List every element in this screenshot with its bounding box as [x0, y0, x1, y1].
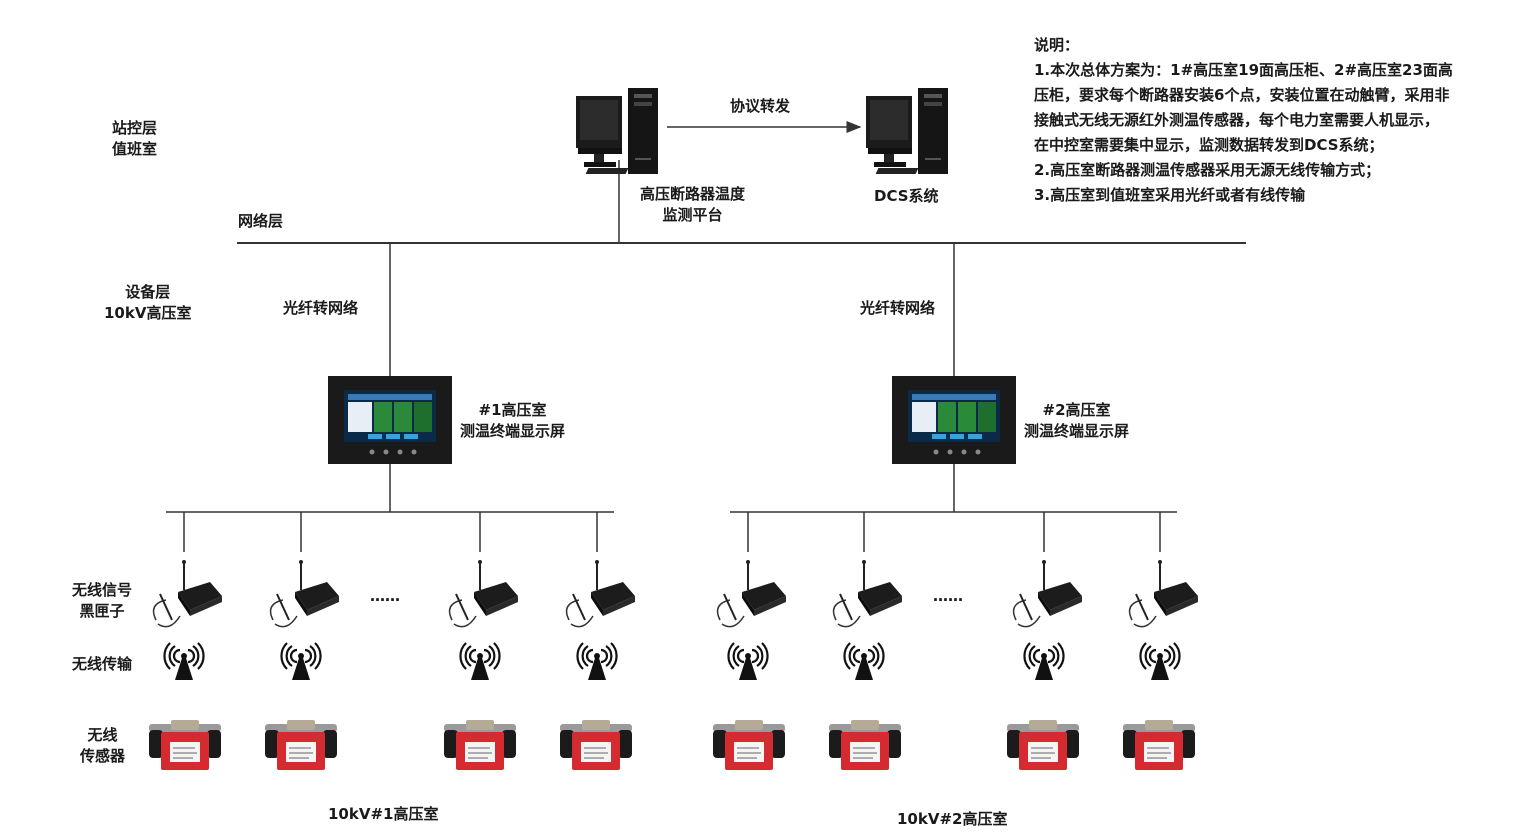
- protocol-forward-label: 协议转发: [730, 97, 791, 115]
- temperature-sensor-icon: [828, 719, 902, 771]
- temperature-sensor-icon: [712, 719, 786, 771]
- room1-fiber-label: 光纤转网络: [283, 299, 359, 317]
- room1-bottom-label: 10kV#1高压室: [328, 805, 439, 823]
- temperature-sensor-icon: [559, 719, 633, 771]
- wireless-signal-icon: [459, 641, 501, 682]
- device-layer-label: 设备层 10kV高压室: [104, 283, 192, 322]
- room2-terminal-label: #2高压室 测温终端显示屏: [1024, 401, 1130, 440]
- room2-bottom-label: 10kV#2高压室: [897, 810, 1008, 828]
- dcs-computer-icon: [866, 88, 948, 174]
- wireless-signal-icon: [163, 641, 205, 682]
- room1-ellipsis: ……: [370, 587, 400, 605]
- notes-line: 1.本次总体方案为：1#高压室19面高压柜、2#高压室23面高: [1034, 61, 1453, 79]
- wireless-signal-icon: [280, 641, 322, 682]
- wireless-box-icon: [1128, 559, 1199, 628]
- temperature-sensor-icon: [1006, 719, 1080, 771]
- platform-computer-icon: [576, 88, 658, 174]
- wireless-box-icon: [269, 559, 340, 628]
- wireless-box-icon: [716, 559, 787, 628]
- room1-device-columns: [148, 512, 636, 771]
- wireless-signal-icon: [1139, 641, 1181, 682]
- notes-line: 2.高压室断路器测温传感器采用无源无线传输方式；: [1034, 161, 1381, 179]
- wireless-row-label: 无线传输: [72, 655, 133, 673]
- notes-line: 在中控室需要集中显示，监测数据转发到DCS系统；: [1034, 136, 1384, 154]
- wireless-box-icon: [152, 559, 223, 628]
- sensor-row-label: 无线 传感器: [80, 726, 126, 765]
- wireless-box-icon: [832, 559, 903, 628]
- platform-label: 高压断路器温度 监测平台: [640, 185, 746, 224]
- temperature-sensor-icon: [1122, 719, 1196, 771]
- dcs-label: DCS系统: [874, 187, 939, 205]
- wireless-signal-icon: [1023, 641, 1065, 682]
- room1-terminal-label: #1高压室 测温终端显示屏: [460, 401, 566, 440]
- room2-fiber-label: 光纤转网络: [860, 299, 936, 317]
- notes-line: 3.高压室到值班室采用光纤或者有线传输: [1034, 186, 1306, 204]
- wireless-signal-icon: [843, 641, 885, 682]
- notes-line: 压柜，要求每个断路器安装6个点，安装位置在动触臂，采用非: [1034, 86, 1450, 104]
- notes-title: 说明：: [1034, 36, 1080, 54]
- room2-ellipsis: ……: [933, 587, 963, 605]
- wireless-signal-icon: [727, 641, 769, 682]
- wireless-signal-icon: [576, 641, 618, 682]
- notes-panel: 说明： 1.本次总体方案为：1#高压室19面高压柜、2#高压室23面高 压柜，要…: [1034, 33, 1453, 208]
- station-layer-label: 站控层 值班室: [112, 119, 158, 158]
- temperature-sensor-icon: [443, 719, 517, 771]
- temperature-sensor-icon: [264, 719, 338, 771]
- room2-device-columns: [712, 512, 1199, 771]
- room1-display-terminal-icon: [328, 376, 452, 464]
- room2-display-terminal-icon: [892, 376, 1016, 464]
- network-layer-label: 网络层: [238, 212, 284, 230]
- wireless-box-icon: [1012, 559, 1083, 628]
- temperature-sensor-icon: [148, 719, 222, 771]
- wireless-box-icon: [565, 559, 636, 628]
- wireless-box-icon: [448, 559, 519, 628]
- notes-line: 接触式无线无源红外测温传感器，每个电力室需要人机显示，: [1034, 111, 1440, 129]
- blackbox-row-label: 无线信号 黑匣子: [72, 581, 133, 620]
